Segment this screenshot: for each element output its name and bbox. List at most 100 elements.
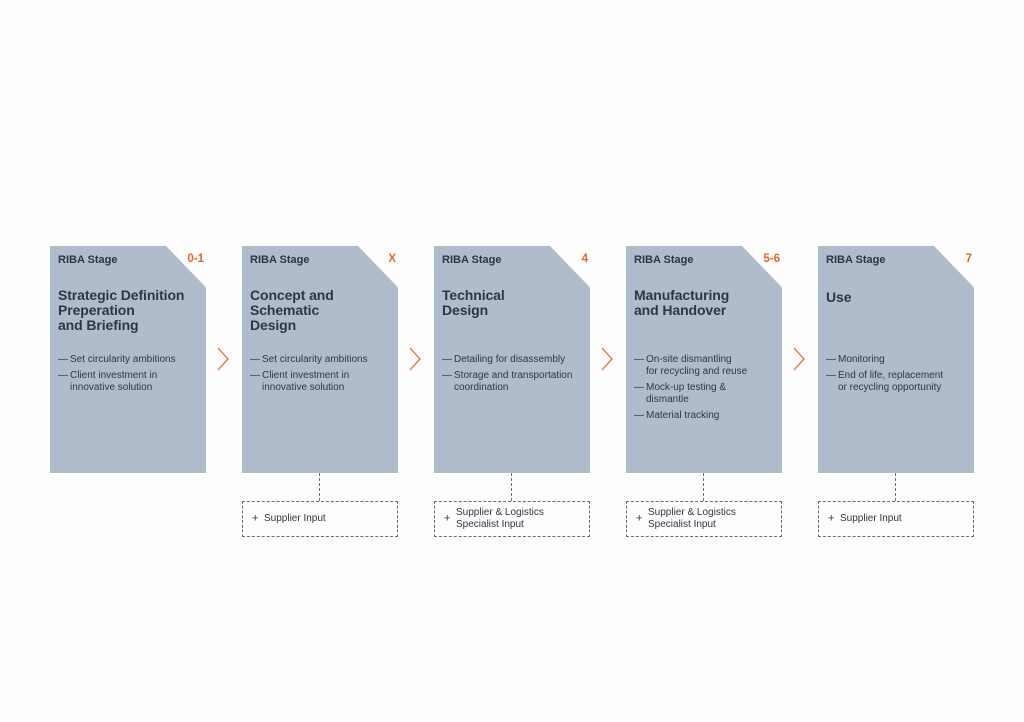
stage-label: RIBA Stage bbox=[634, 254, 694, 266]
supplier-input-line: Supplier & Logistics bbox=[648, 507, 736, 518]
stage-points: — Monitoring — End of life, replacement … bbox=[826, 354, 972, 398]
stage-point-line: for recycling and reuse bbox=[646, 366, 748, 377]
stage-point-line: dismantle bbox=[646, 394, 689, 405]
stage-label: RIBA Stage bbox=[442, 254, 502, 266]
plus-icon: + bbox=[444, 512, 451, 525]
stage-number: X bbox=[388, 253, 396, 265]
supplier-input-label: Supplier Input bbox=[264, 513, 326, 525]
stage-point-line: Detailing for disassembly bbox=[454, 354, 566, 365]
stage-point: — Material tracking bbox=[634, 410, 780, 422]
stage-card-0: RIBA Stage 0-1 Strategic Definition Prep… bbox=[50, 246, 206, 473]
stage-title-line: Schematic bbox=[250, 302, 320, 318]
stage-title: Manufacturing and Handover bbox=[634, 288, 779, 318]
stage-card-background bbox=[242, 246, 398, 473]
dashed-connector bbox=[703, 473, 704, 501]
stage-point: — Client investment in innovative soluti… bbox=[250, 370, 396, 394]
stage-title: Concept and Schematic Design bbox=[250, 288, 395, 333]
stage-point-line: End of life, replacement bbox=[838, 370, 944, 381]
chevron-right-icon bbox=[217, 347, 229, 371]
chevron-right-icon bbox=[793, 347, 805, 371]
stage-card-2: RIBA Stage 4 Technical Design — Detailin… bbox=[434, 246, 590, 473]
stage-point-line: innovative solution bbox=[70, 382, 153, 393]
supplier-input-label: Supplier & Logistics Specialist Input bbox=[456, 507, 544, 531]
dashed-connector bbox=[511, 473, 512, 501]
dash-bullet: — bbox=[442, 354, 452, 365]
supplier-input-line: Supplier Input bbox=[264, 513, 326, 524]
plus-icon: + bbox=[828, 512, 835, 525]
stage-point-line: Set circularity ambitions bbox=[262, 354, 368, 365]
stage-point-line: Set circularity ambitions bbox=[70, 354, 176, 365]
dash-bullet: — bbox=[58, 354, 68, 365]
stage-card-1: RIBA Stage X Concept and Schematic Desig… bbox=[242, 246, 398, 473]
supplier-input-box: + Supplier Input bbox=[242, 501, 398, 537]
stage-points: — Set circularity ambitions — Client inv… bbox=[250, 354, 396, 398]
stage-title-line: Concept and bbox=[250, 287, 334, 303]
dash-bullet: — bbox=[442, 370, 452, 381]
dashed-connector bbox=[895, 473, 896, 501]
stage-label: RIBA Stage bbox=[826, 254, 886, 266]
stage-point-line: or recycling opportunity bbox=[838, 382, 942, 393]
stage-point: — Mock-up testing & dismantle bbox=[634, 382, 780, 406]
stage-card-background bbox=[50, 246, 206, 473]
stage-point-line: On-site dismantling bbox=[646, 354, 732, 365]
supplier-input-line: Specialist Input bbox=[648, 519, 716, 530]
stage-title-line: and Handover bbox=[634, 302, 727, 318]
plus-icon: + bbox=[252, 512, 259, 525]
dash-bullet: — bbox=[58, 370, 68, 381]
stage-point-line: Client investment in bbox=[70, 370, 158, 381]
stage-point-line: Monitoring bbox=[838, 354, 885, 365]
stage-number: 7 bbox=[965, 253, 972, 265]
stage-card-3: RIBA Stage 5-6 Manufacturing and Handove… bbox=[626, 246, 782, 473]
stage-point: — Monitoring bbox=[826, 354, 972, 366]
stage-points: — On-site dismantling for recycling and … bbox=[634, 354, 780, 426]
chevron-right-icon bbox=[601, 347, 613, 371]
stage-number: 5-6 bbox=[763, 253, 780, 265]
stage-label: RIBA Stage bbox=[250, 254, 310, 266]
stage-title-line: Technical bbox=[442, 287, 505, 303]
supplier-input-label: Supplier Input bbox=[840, 513, 902, 525]
stage-card-background bbox=[434, 246, 590, 473]
stage-title: Use bbox=[826, 290, 971, 305]
stage-number: 0-1 bbox=[187, 253, 204, 265]
stage-points: — Detailing for disassembly — Storage an… bbox=[442, 354, 588, 398]
dash-bullet: — bbox=[634, 382, 644, 393]
dash-bullet: — bbox=[250, 370, 260, 381]
chevron-right-icon bbox=[409, 347, 421, 371]
stage-title-line: Manufacturing bbox=[634, 287, 730, 303]
stage-point: — Set circularity ambitions bbox=[250, 354, 396, 366]
supplier-input-label: Supplier & Logistics Specialist Input bbox=[648, 507, 736, 531]
stage-point: — Storage and transportation coordinatio… bbox=[442, 370, 588, 394]
stage-point: — On-site dismantling for recycling and … bbox=[634, 354, 780, 378]
stage-title-line: Design bbox=[442, 302, 489, 318]
stage-point: — Detailing for disassembly bbox=[442, 354, 588, 366]
supplier-input-line: Supplier & Logistics bbox=[456, 507, 544, 518]
dashed-connector bbox=[319, 473, 320, 501]
supplier-input-line: Supplier Input bbox=[840, 513, 902, 524]
dash-bullet: — bbox=[826, 370, 836, 381]
dash-bullet: — bbox=[634, 410, 644, 421]
stage-point-line: coordination bbox=[454, 382, 509, 393]
stage-card-4: RIBA Stage 7 Use — Monitoring — End of l… bbox=[818, 246, 974, 473]
stage-point: — Client investment in innovative soluti… bbox=[58, 370, 204, 394]
stage-title: Strategic Definition Preperation and Bri… bbox=[58, 288, 203, 333]
supplier-logistics-input-box: + Supplier & Logistics Specialist Input bbox=[434, 501, 590, 537]
dash-bullet: — bbox=[250, 354, 260, 365]
supplier-logistics-input-box: + Supplier & Logistics Specialist Input bbox=[626, 501, 782, 537]
stage-title-line: Strategic Definition bbox=[58, 287, 185, 303]
stage-label: RIBA Stage bbox=[58, 254, 118, 266]
stage-point: — Set circularity ambitions bbox=[58, 354, 204, 366]
stage-card-background bbox=[626, 246, 782, 473]
dash-bullet: — bbox=[826, 354, 836, 365]
stage-number: 4 bbox=[581, 253, 588, 265]
stage-title-line: and Briefing bbox=[58, 317, 139, 333]
stage-point-line: Mock-up testing & bbox=[646, 382, 727, 393]
stage-points: — Set circularity ambitions — Client inv… bbox=[58, 354, 204, 398]
stage-point-line: Material tracking bbox=[646, 410, 720, 421]
stage-title-line: Preperation bbox=[58, 302, 135, 318]
stage-title-line: Use bbox=[826, 289, 852, 305]
plus-icon: + bbox=[636, 512, 643, 525]
supplier-input-box: + Supplier Input bbox=[818, 501, 974, 537]
stage-point-line: Storage and transportation bbox=[454, 370, 573, 381]
dash-bullet: — bbox=[634, 354, 644, 365]
